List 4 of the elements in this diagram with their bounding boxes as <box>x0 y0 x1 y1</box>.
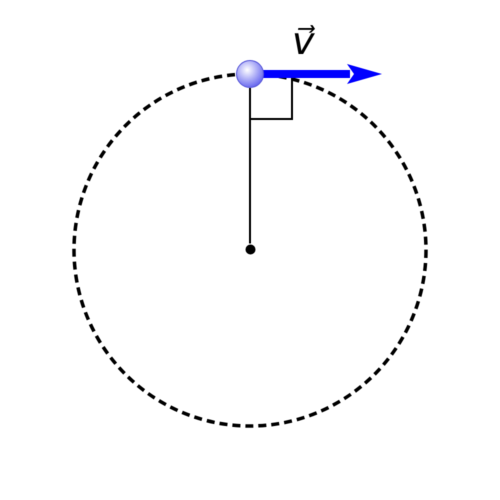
ball <box>236 60 264 88</box>
radius-line <box>249 88 251 244</box>
center-dot <box>244 244 256 254</box>
velocity-label: v⃗ <box>292 22 314 60</box>
